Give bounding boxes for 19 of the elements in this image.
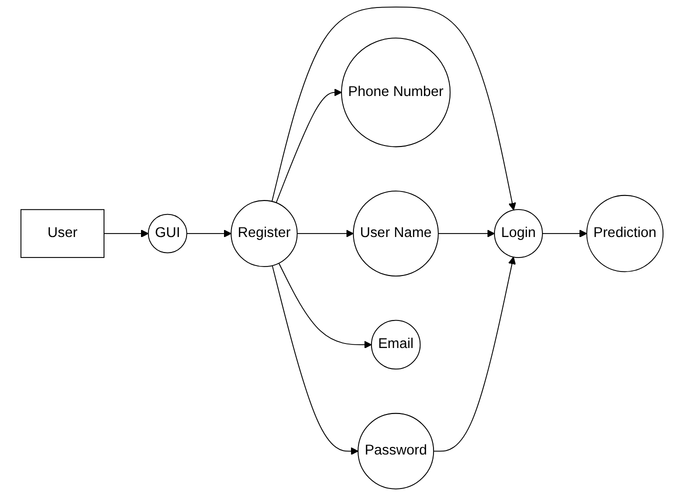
- node-circle: Login: [494, 209, 543, 258]
- arrow: [296, 230, 354, 238]
- arrow: [433, 256, 516, 452]
- arrow: [278, 262, 372, 349]
- arrow: [276, 88, 342, 204]
- arrow: [186, 230, 232, 238]
- node-circle: Prediction: [586, 194, 664, 272]
- node-circle: GUI: [148, 214, 188, 254]
- node-circle: Email: [371, 320, 421, 370]
- arrow: [272, 6, 516, 210]
- arrow: [542, 230, 588, 238]
- node-circle: Phone Number: [341, 38, 451, 148]
- node-circle: Password: [358, 412, 434, 490]
- node-circle: Register: [230, 200, 298, 268]
- arrow: [438, 230, 495, 238]
- node-circle: User Name: [352, 190, 439, 276]
- arrow: [272, 265, 358, 456]
- node-box: User: [20, 209, 104, 258]
- arrow: [104, 230, 149, 238]
